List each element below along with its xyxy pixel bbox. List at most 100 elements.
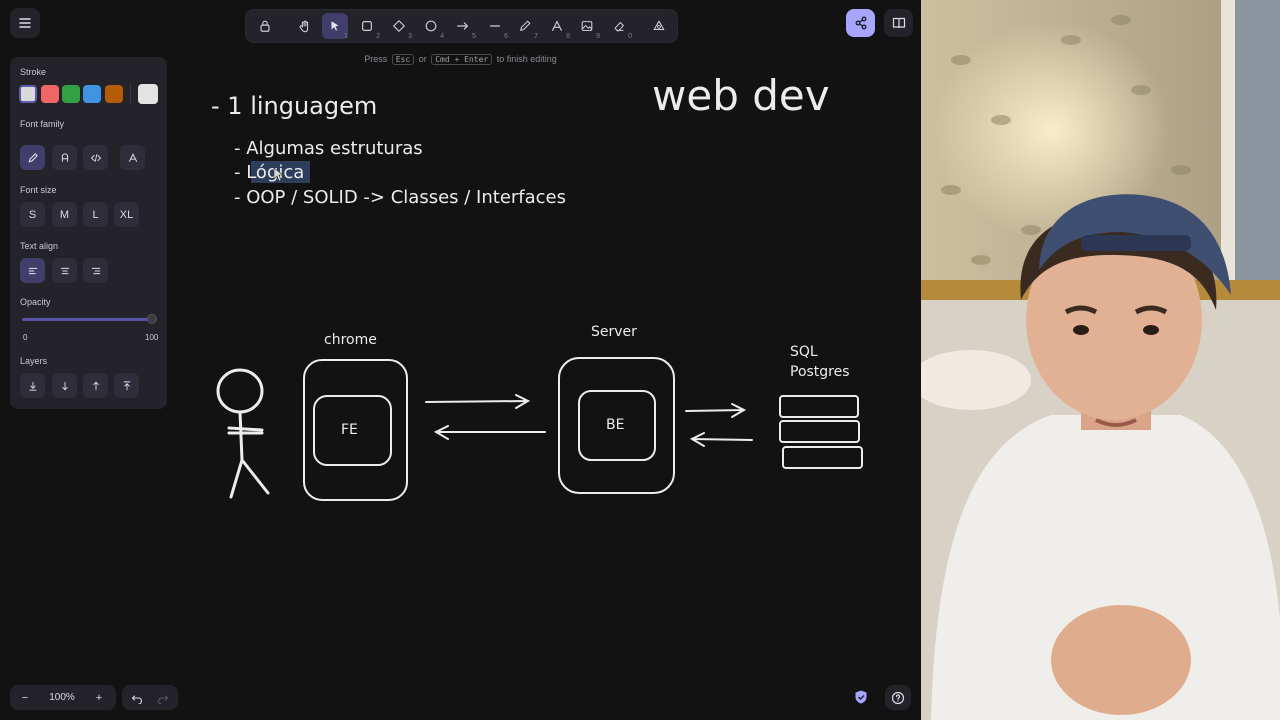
postgres-label[interactable]: Postgres — [790, 364, 850, 380]
bullet-text[interactable]: - Algumas estruturas — [234, 138, 423, 159]
be-label[interactable]: BE — [606, 417, 624, 433]
bullet-text-selected[interactable]: - Lógica — [234, 162, 304, 183]
rectangle-icon — [362, 21, 372, 31]
drawing-canvas[interactable]: 1 2 3 4 5 6 7 8 — [0, 0, 921, 720]
send-backward-button[interactable] — [52, 373, 77, 398]
heading-text[interactable]: - 1 linguagem — [211, 92, 377, 120]
zoom-controls: − 100% + — [10, 685, 116, 710]
backend-box[interactable] — [578, 390, 656, 461]
image-icon — [581, 21, 593, 31]
library-book-icon — [892, 17, 905, 29]
arrow-up-icon — [92, 381, 99, 390]
line-tool[interactable]: 6 — [482, 13, 508, 40]
hand-tool[interactable] — [292, 13, 318, 39]
hint-key-esc: Esc — [391, 54, 415, 65]
main-menu-button[interactable] — [10, 8, 40, 38]
frontend-box[interactable] — [313, 395, 392, 466]
align-center-icon — [60, 267, 69, 274]
font-code-button[interactable] — [83, 145, 108, 170]
align-center-button[interactable] — [52, 258, 77, 283]
diamond-icon — [393, 20, 405, 32]
zoom-in-button[interactable]: + — [95, 691, 103, 704]
user-stick-figure[interactable] — [216, 368, 270, 499]
ellipse-icon — [425, 20, 437, 32]
font-size-xl-button[interactable]: XL — [114, 202, 139, 227]
encryption-badge[interactable] — [851, 687, 871, 707]
stroke-color-swatch[interactable] — [62, 85, 80, 103]
lock-icon — [260, 20, 270, 32]
ellipse-tool[interactable]: 4 — [418, 13, 444, 40]
redo-button[interactable] — [150, 685, 176, 710]
zoom-level[interactable]: 100% — [49, 692, 75, 703]
font-size-s-button[interactable]: S — [20, 202, 45, 227]
more-tools-button[interactable] — [646, 13, 672, 39]
opacity-min-value: 0 — [23, 333, 28, 342]
undo-button[interactable] — [124, 685, 150, 710]
align-right-button[interactable] — [83, 258, 108, 283]
text-tool[interactable]: 8 — [544, 13, 570, 40]
request-response-arrows[interactable] — [425, 394, 546, 440]
shortcut-number: 8 — [566, 33, 570, 40]
font-custom-button[interactable] — [120, 145, 145, 170]
text-selection-highlight — [251, 161, 310, 183]
bring-forward-button[interactable] — [83, 373, 108, 398]
stroke-color-swatch[interactable] — [19, 85, 37, 103]
share-button[interactable] — [846, 9, 875, 37]
stroke-color-swatch[interactable] — [41, 85, 59, 103]
align-left-button[interactable] — [20, 258, 45, 283]
database-stack[interactable] — [779, 395, 863, 469]
hint-key-cmd-enter: Cmd + Enter — [431, 54, 493, 65]
server-box[interactable] — [558, 357, 675, 494]
zoom-out-button[interactable]: − — [21, 691, 29, 704]
more-tools-icon — [653, 20, 665, 31]
font-size-m-button[interactable]: M — [52, 202, 77, 227]
stroke-label: Stroke — [20, 67, 47, 77]
arrow-down-icon — [61, 381, 68, 390]
draw-icon — [520, 20, 531, 31]
hamburger-menu-icon — [19, 18, 31, 28]
presenter-video-frame — [921, 0, 1280, 720]
help-button[interactable] — [885, 685, 911, 710]
bring-to-front-button[interactable] — [114, 373, 139, 398]
text-align-label: Text align — [20, 241, 59, 251]
font-hand-drawn-button[interactable] — [20, 145, 45, 170]
shortcut-number: 5 — [472, 33, 476, 40]
align-left-icon — [28, 267, 37, 274]
align-right-icon — [91, 267, 100, 274]
selection-tool[interactable]: 1 — [322, 13, 348, 40]
tools-toolbar: 1 2 3 4 5 6 7 8 — [246, 10, 677, 42]
font-normal-button[interactable] — [52, 145, 77, 170]
library-button[interactable] — [884, 9, 913, 37]
opacity-slider-track[interactable] — [22, 318, 152, 321]
rectangle-tool[interactable]: 2 — [354, 13, 380, 40]
shortcut-number: 1 — [344, 33, 348, 40]
stroke-color-swatch[interactable] — [83, 85, 101, 103]
font-text-icon — [128, 152, 137, 162]
stroke-color-swatch[interactable] — [105, 85, 123, 103]
arrow-tool[interactable]: 5 — [450, 13, 476, 40]
lock-tool[interactable] — [252, 13, 278, 39]
code-icon — [90, 153, 101, 162]
drawing-layer: - 1 linguagem - Algumas estruturas - Lóg… — [211, 71, 863, 501]
bring-to-front-icon — [123, 380, 130, 390]
send-to-back-button[interactable] — [20, 373, 45, 398]
sql-label[interactable]: SQL — [790, 344, 818, 360]
opacity-slider-thumb[interactable] — [147, 314, 157, 324]
fe-label[interactable]: FE — [341, 422, 358, 438]
opacity-max-value: 100 — [145, 333, 159, 342]
browser-box[interactable] — [303, 359, 408, 501]
draw-tool[interactable]: 7 — [512, 13, 538, 40]
server-label[interactable]: Server — [591, 324, 637, 340]
font-family-label: Font family — [20, 119, 65, 129]
image-tool[interactable]: 9 — [574, 13, 600, 40]
history-controls — [122, 685, 178, 710]
chrome-label[interactable]: chrome — [324, 332, 377, 348]
font-size-l-button[interactable]: L — [83, 202, 108, 227]
database-arrows[interactable] — [685, 403, 753, 447]
title-text[interactable]: web dev — [652, 71, 830, 120]
eraser-tool[interactable]: 0 — [606, 13, 632, 40]
undo-icon — [131, 694, 142, 704]
current-stroke-color[interactable] — [138, 84, 158, 104]
diamond-tool[interactable]: 3 — [386, 13, 412, 40]
bullet-text[interactable]: - OOP / SOLID -> Classes / Interfaces — [234, 187, 566, 208]
